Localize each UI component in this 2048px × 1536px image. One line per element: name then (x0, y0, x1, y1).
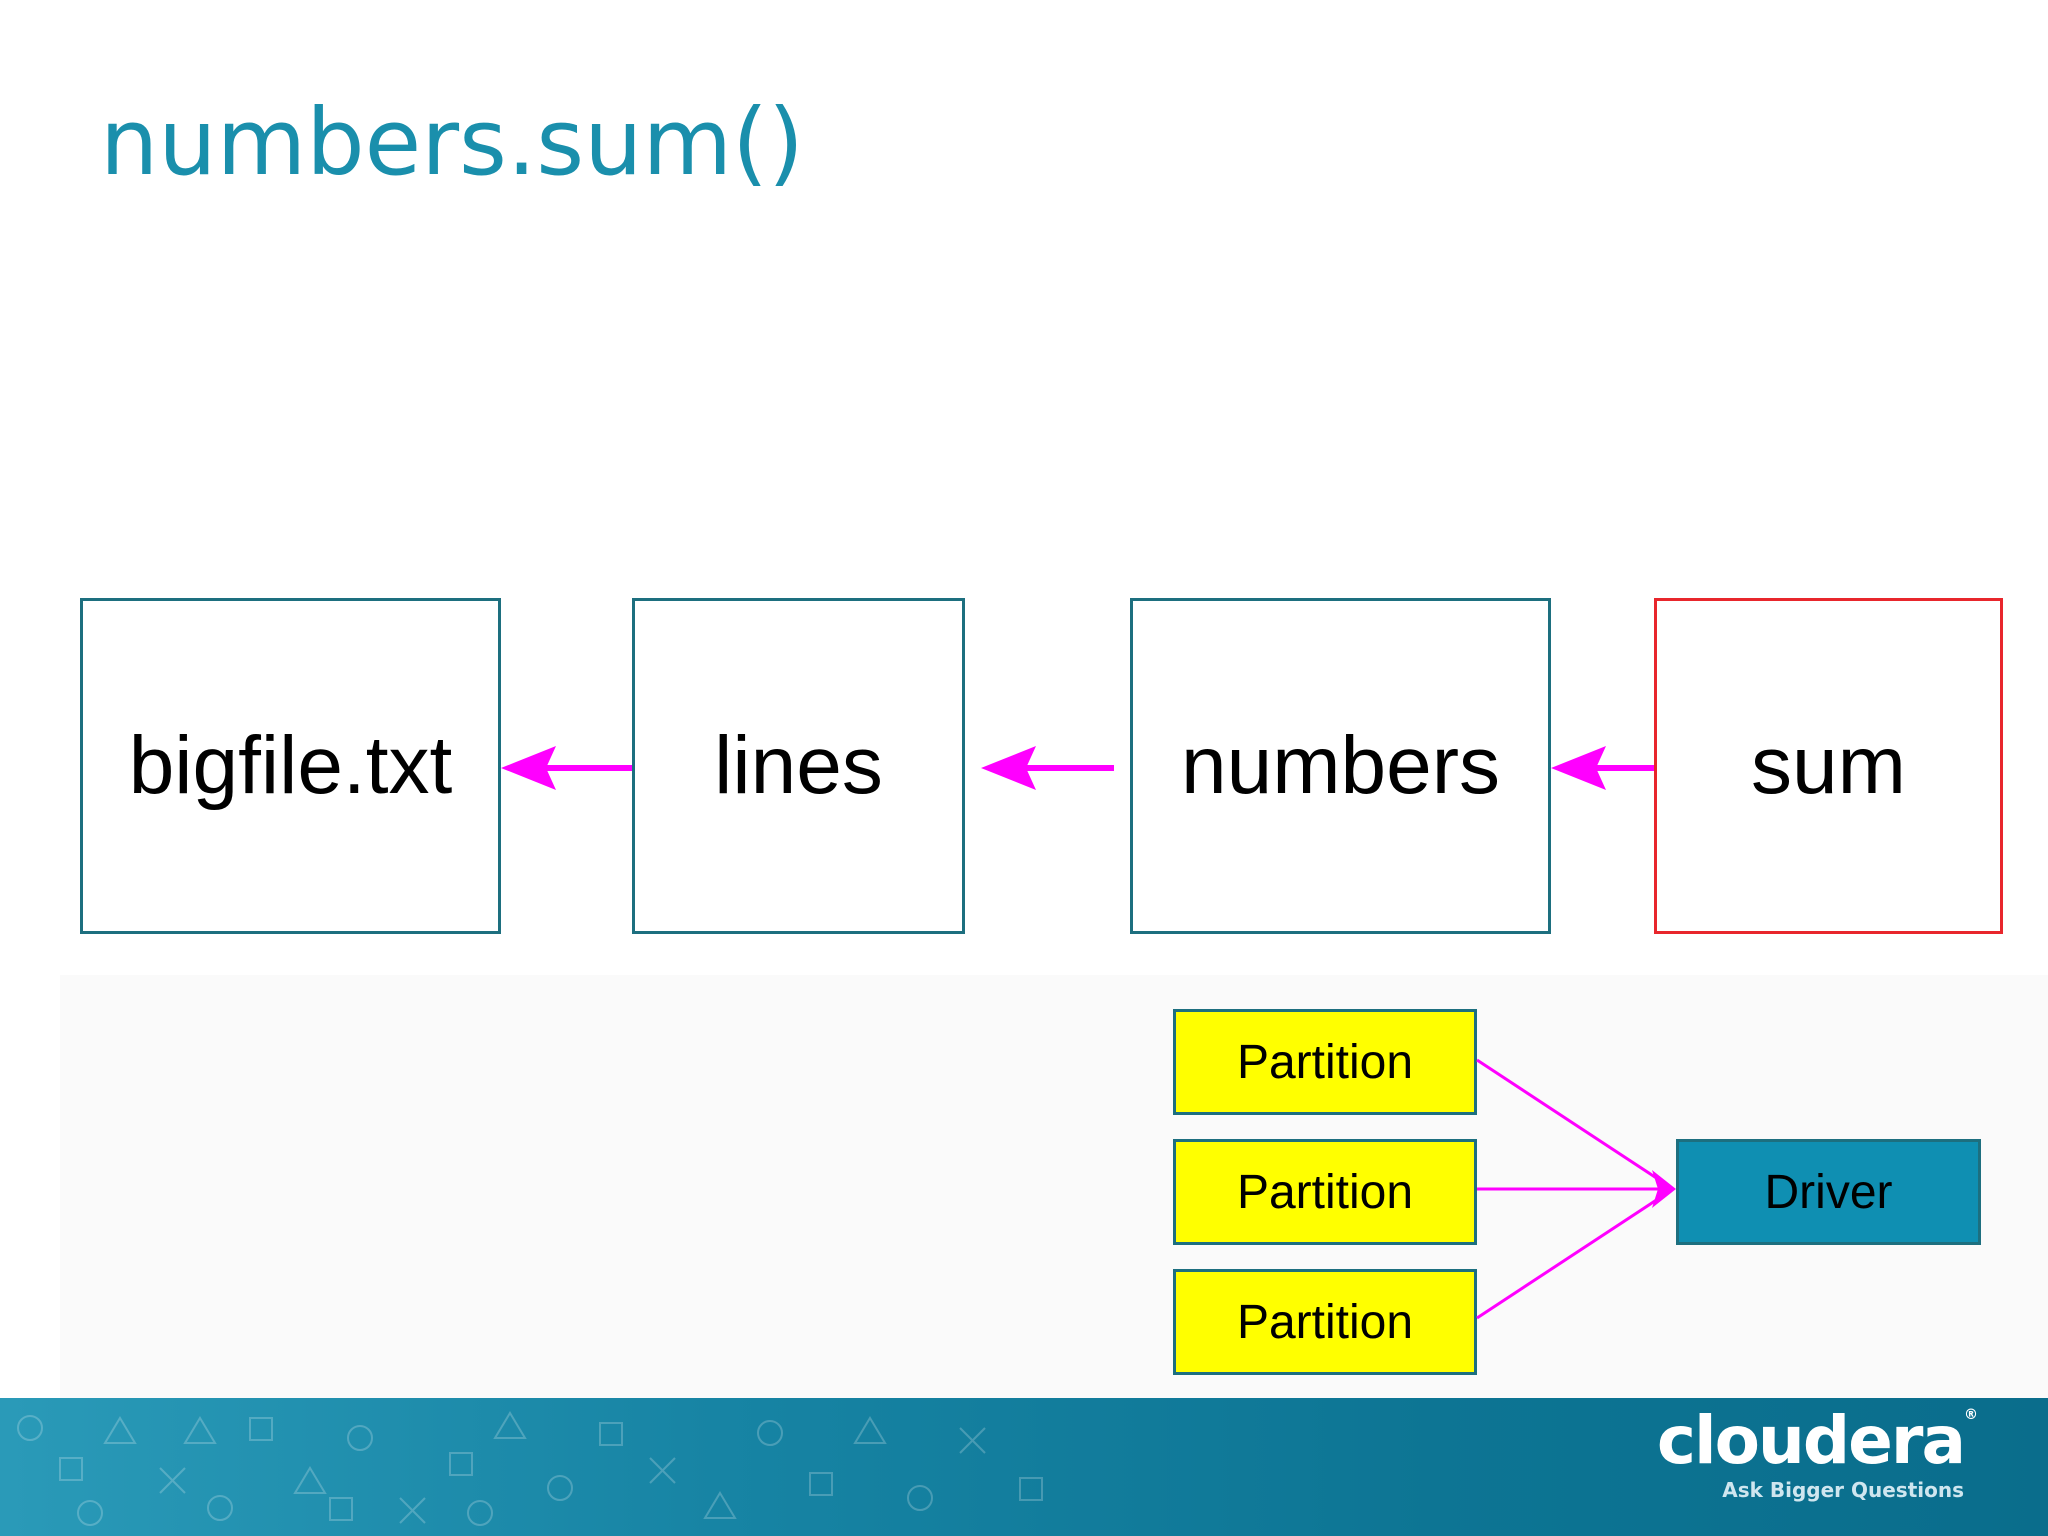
arrowhead-lines (981, 746, 1036, 790)
partition-label: Partition (1236, 1165, 1414, 1219)
driver-label: Driver (1764, 1165, 1893, 1219)
partition-box: Partition (1173, 1139, 1477, 1245)
stage-bigfile: bigfile.txt (80, 598, 501, 934)
stage-sum: sum (1654, 598, 2003, 934)
stage-lines-label: lines (714, 720, 883, 811)
stage-numbers-label: numbers (1180, 720, 1501, 811)
partition-box: Partition (1173, 1009, 1477, 1115)
stage-bigfile-label: bigfile.txt (128, 720, 453, 811)
footer-banner: cloudera® Ask Bigger Questions (0, 1398, 2048, 1536)
partition-label: Partition (1236, 1295, 1414, 1349)
slide-title: numbers.sum() (100, 89, 804, 196)
stage-lines: lines (632, 598, 965, 934)
cloudera-logo: cloudera® Ask Bigger Questions (1656, 1402, 1978, 1503)
arrowhead-numbers (1551, 746, 1606, 790)
logo-tagline: Ask Bigger Questions (1722, 1478, 1964, 1502)
footer-pattern (17, 1411, 1043, 1526)
stage-numbers: numbers (1130, 598, 1551, 934)
partition-label: Partition (1236, 1035, 1414, 1089)
stage-sum-label: sum (1751, 720, 1906, 811)
driver-box: Driver (1676, 1139, 1981, 1245)
logo-wordmark: cloudera® (1656, 1402, 1978, 1479)
arrowhead-bigfile (501, 746, 556, 790)
partition-box: Partition (1173, 1269, 1477, 1375)
